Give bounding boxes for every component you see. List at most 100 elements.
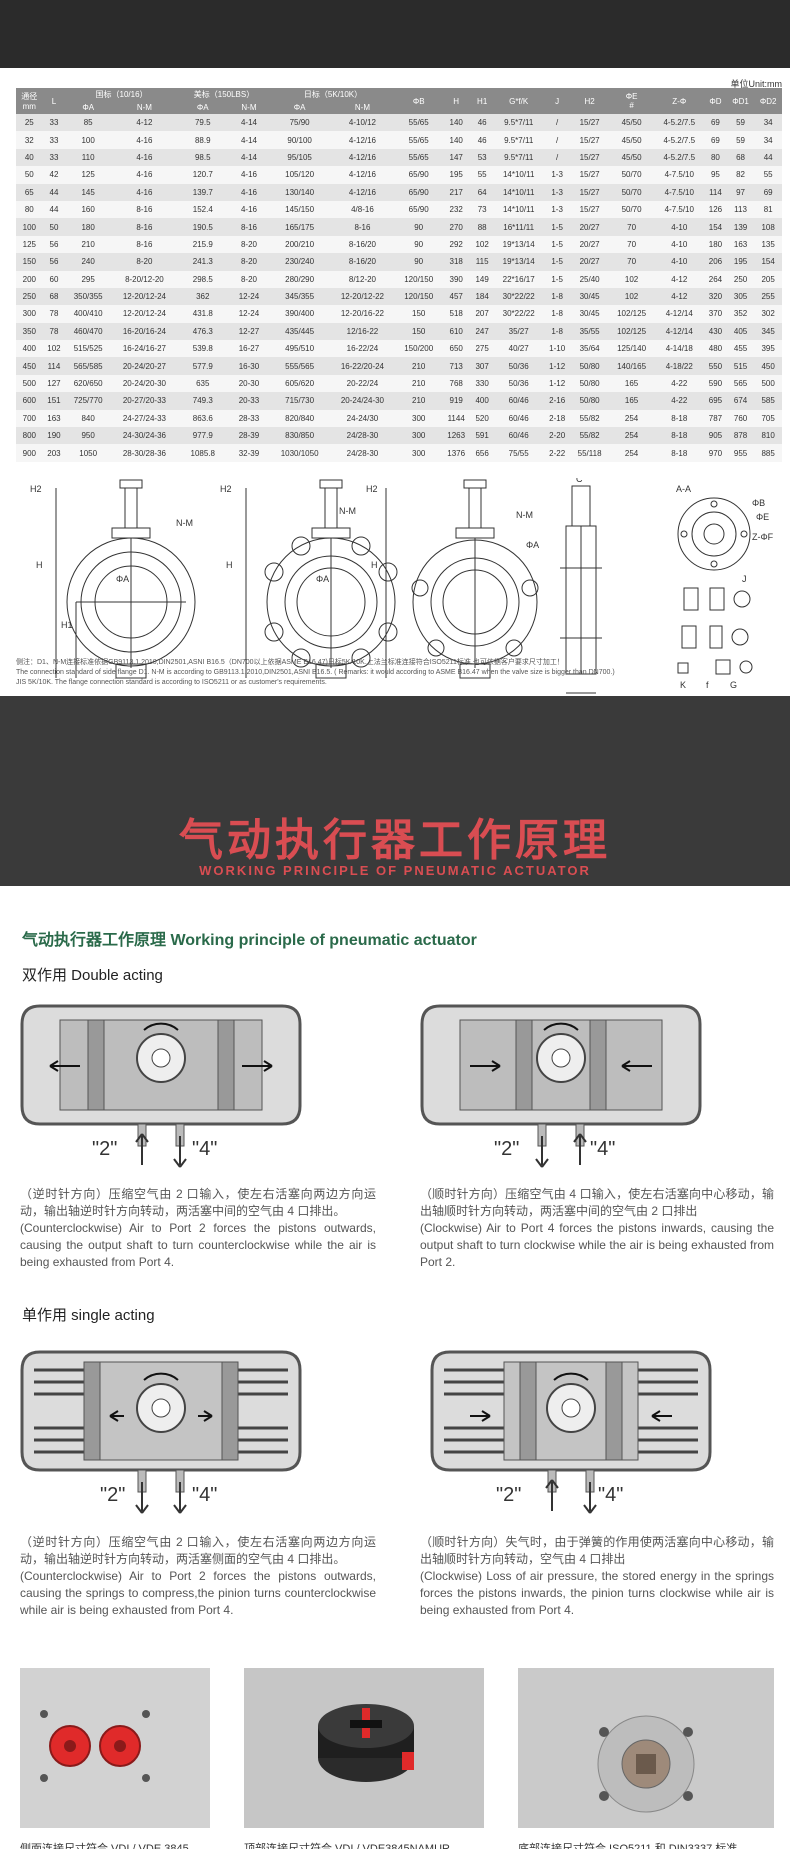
table-cell: 4-5.2/7.5 (654, 148, 705, 167)
table-cell: 919 (441, 392, 471, 410)
table-cell: 46 (470, 131, 494, 149)
table-cell: 152.4 (177, 200, 228, 219)
table-cell: 8-16 (111, 235, 178, 254)
table-cell: 330 (470, 374, 494, 393)
table-cell: 30*22/22 (493, 287, 544, 306)
table-cell: 20-30 (227, 374, 271, 393)
table-cell: 28-30/28-36 (111, 444, 178, 462)
table-header-row-2: ΦA N-M ΦA N-M ΦA N-M (16, 101, 782, 114)
table-cell: 20/27 (570, 235, 609, 254)
table-cell: 34 (754, 114, 782, 132)
label-h2: H2 (30, 484, 42, 494)
table-cell: 115 (470, 253, 494, 271)
table-cell: 102/125 (608, 305, 655, 323)
double-acting-cw-desc: （顺时针方向）压缩空气由 4 口输入，使左右活塞向中心移动，输出轴顺时针方向转动… (420, 1186, 774, 1271)
port-4-label: "4" (192, 1138, 218, 1160)
top-indicator-image (244, 1668, 484, 1828)
table-cell: 362 (177, 287, 228, 306)
table-cell: 12-20/12-24 (111, 287, 178, 306)
table-cell: 12-24 (227, 305, 271, 323)
table-cell: 656 (470, 444, 494, 462)
table-cell: 12-20/16-22 (329, 305, 396, 323)
valve-side-view-drawing (560, 485, 602, 694)
table-cell: 15/27 (570, 166, 609, 184)
table-cell: 40 (16, 148, 43, 167)
table-cell: 12/16-22 (329, 322, 396, 341)
table-cell: 69 (754, 183, 782, 201)
table-cell: 206 (704, 253, 727, 271)
table-cell: 1-8 (543, 322, 571, 341)
label-h-semi: H (371, 560, 378, 570)
table-cell: 4-12 (654, 287, 705, 306)
table-cell: 139 (726, 218, 755, 236)
table-cell: 20-22/24 (329, 374, 396, 393)
table-cell: 635 (177, 374, 228, 393)
table-cell: 8-18 (654, 444, 705, 462)
table-cell: 25/40 (570, 270, 609, 288)
table-cell: 8-16 (111, 218, 178, 236)
table-cell: 8-18 (654, 409, 705, 428)
caption-top: 顶部连接尺寸符合 VDI / VDE3845NAMUR (244, 1843, 450, 1849)
table-cell: 8-20 (227, 253, 271, 271)
table-cell: / (543, 148, 571, 167)
table-cell: 60/46 (493, 427, 544, 445)
table-cell: 264 (704, 270, 727, 288)
table-cell: 45/50 (608, 114, 655, 132)
table-cell: 1-3 (543, 200, 571, 219)
table-cell: 4-12 (654, 270, 705, 288)
table-cell: 55/82 (570, 427, 609, 445)
table-cell: 88.9 (177, 131, 228, 149)
table-cell: 102 (42, 340, 66, 358)
table-cell: 210 (395, 392, 442, 410)
table-cell: 78 (42, 305, 66, 323)
label-f: f (706, 680, 709, 690)
table-cell: 24/28-30 (329, 427, 396, 445)
table-cell: 302 (754, 305, 782, 323)
table-cell: 620/650 (65, 374, 112, 393)
table-cell: 4-16 (111, 166, 178, 184)
table-cell: 405 (726, 322, 755, 341)
table-cell: 1376 (441, 444, 471, 462)
table-cell: 1-5 (543, 218, 571, 236)
table-cell: 8-18 (654, 427, 705, 445)
label-phib: ΦB (752, 498, 765, 508)
table-cell: 295 (65, 270, 112, 288)
table-cell: 130/140 (270, 183, 330, 201)
table-cell: 45/50 (608, 148, 655, 167)
table-cell: 300 (16, 305, 43, 323)
table-cell: 33 (42, 148, 66, 167)
table-cell: 830/850 (270, 427, 330, 445)
table-cell: 515/525 (65, 340, 112, 358)
table-cell: 95/105 (270, 148, 330, 167)
table-cell: 905 (704, 427, 727, 445)
table-cell: 9.5*7/11 (493, 131, 544, 149)
table-cell: 15/27 (570, 200, 609, 219)
table-cell: 555/565 (270, 357, 330, 375)
table-cell: 190.5 (177, 218, 228, 236)
table-cell: 98.5 (177, 148, 228, 167)
header-ansi: 美标（150LBS） (177, 88, 271, 101)
table-cell: 19*13/14 (493, 235, 544, 254)
table-cell: 345/355 (270, 287, 330, 306)
header-jis-phia: ΦA (270, 101, 330, 114)
table-cell: 50/80 (570, 357, 609, 375)
table-cell: 970 (704, 444, 727, 462)
table-cell: 787 (704, 409, 727, 428)
table-cell: 20-27/20-33 (111, 392, 178, 410)
table-cell: 450 (16, 357, 43, 375)
table-cell: 210 (395, 357, 442, 375)
table-cell: 4-10 (654, 218, 705, 236)
table-cell: 90 (395, 218, 442, 236)
table-cell: 15/27 (570, 114, 609, 132)
table-cell: 16-27 (227, 340, 271, 358)
table-cell: 14*10/11 (493, 183, 544, 201)
table-cell: 44 (754, 148, 782, 167)
header-l: L (42, 88, 66, 114)
